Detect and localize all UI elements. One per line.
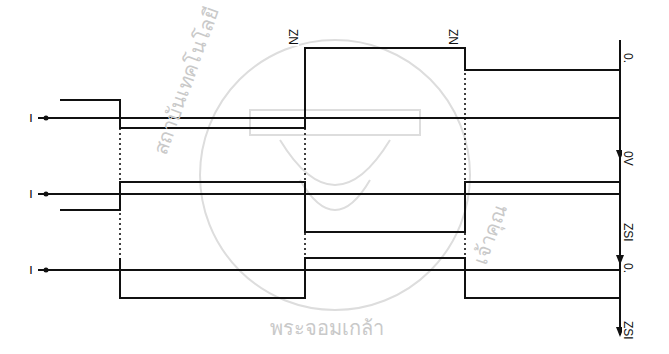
watermark-text: พระจอมเกล้า: [270, 318, 384, 338]
marker-label: ZN: [447, 28, 459, 46]
watermark-text: เจ้าคุณ: [470, 202, 510, 267]
value-label: 0V: [622, 150, 634, 167]
marker-label: ZN: [287, 28, 299, 46]
value-label: 0.: [622, 52, 634, 64]
timing-marker-lines: [120, 48, 465, 298]
pin-mark: ı: [28, 262, 34, 276]
value-label: ZSI: [622, 320, 634, 341]
pin-mark: ı: [28, 110, 34, 124]
value-label: ZSI: [622, 222, 634, 243]
value-label: 0.: [622, 262, 634, 274]
axis-arrows: [616, 150, 624, 337]
watermark-text: สถาบันเทคโนโลยี: [150, 4, 222, 156]
terminal-dots: [44, 116, 49, 273]
pin-mark: ı: [28, 186, 34, 200]
waveform-lines: [38, 40, 620, 335]
